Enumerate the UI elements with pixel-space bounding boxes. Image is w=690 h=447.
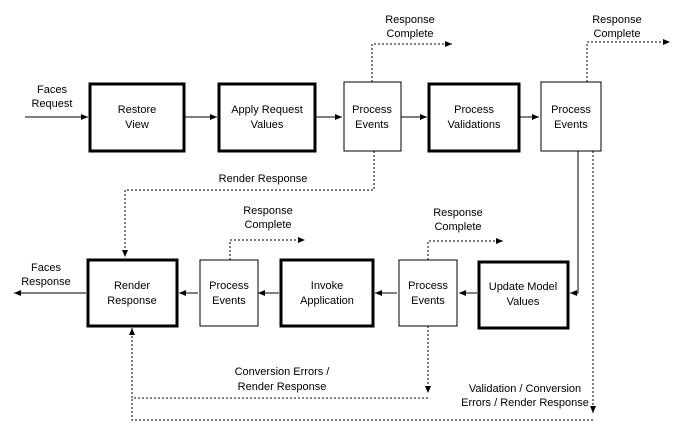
dotted-errors-to-render-response (129, 328, 428, 399)
apply-request-label-1: Apply Request (231, 104, 303, 116)
render-response-box: Render Response (86, 258, 179, 328)
response-complete-2-label-1: Response (592, 14, 642, 26)
dotted-response-complete-2 (586, 39, 670, 82)
response-complete-3-label-2: Complete (434, 221, 481, 233)
process-events-box-3: Process Events (398, 259, 458, 327)
restore-view-box: Restore View (88, 82, 186, 153)
dotted-response-complete-4 (229, 237, 305, 260)
validation-errors-label-2: Errors / Render Response (461, 397, 589, 409)
process-events-box-1: Process Events (343, 81, 402, 152)
process-events-2-label-2: Events (554, 119, 588, 131)
dotted-response-complete-3 (427, 238, 503, 260)
faces-response-label-2: Response (21, 276, 71, 288)
response-complete-1-label-1: Response (385, 14, 435, 26)
process-events-4-label-1: Process (209, 280, 249, 292)
response-complete-4-label-1: Response (243, 205, 293, 217)
process-events-1-label-2: Events (355, 119, 389, 131)
update-model-label-2: Values (507, 296, 540, 308)
response-complete-1-label-2: Complete (386, 28, 433, 40)
apply-request-values-box: Apply Request Values (217, 82, 317, 153)
restore-view-label-1: Restore (118, 104, 157, 116)
dotted-render-response-path (122, 151, 375, 257)
update-model-label-1: Update Model (489, 281, 558, 293)
response-complete-4-label-2: Complete (244, 219, 291, 231)
invoke-application-label-2: Application (300, 295, 354, 307)
invoke-application-box: Invoke Application (279, 258, 375, 328)
update-model-values-box: Update Model Values (477, 260, 570, 330)
restore-view-label-2: View (125, 119, 149, 131)
faces-response-label-1: Faces (31, 262, 61, 274)
validation-errors-label-1: Validation / Conversion (469, 383, 581, 395)
process-events-box-2: Process Events (540, 81, 602, 152)
faces-request-label-1: Faces (37, 84, 67, 96)
dotted-validation-errors-return (131, 398, 593, 421)
process-events-1-label-1: Process (352, 104, 392, 116)
response-complete-3-label-1: Response (433, 207, 483, 219)
process-validations-label-1: Process (454, 104, 494, 116)
conversion-errors-label-1: Conversion Errors / (235, 366, 331, 378)
process-events-2-label-1: Process (551, 104, 591, 116)
process-validations-label-2: Validations (448, 119, 501, 131)
process-events-3-label-1: Process (408, 280, 448, 292)
render-response-label-2: Response (107, 295, 157, 307)
process-validations-box: Process Validations (427, 82, 521, 153)
render-response-label-1: Render (114, 280, 150, 292)
process-events-box-4: Process Events (199, 259, 259, 327)
dotted-response-complete-1 (371, 41, 452, 82)
arrow-events-2-to-update-model (570, 151, 579, 296)
render-response-path-label: Render Response (219, 173, 308, 185)
process-events-3-label-2: Events (411, 295, 445, 307)
conversion-errors-label-2: Render Response (238, 381, 327, 393)
invoke-application-label-1: Invoke (311, 280, 343, 292)
faces-request-label-2: Request (32, 98, 73, 110)
apply-request-label-2: Values (251, 119, 284, 131)
response-complete-2-label-2: Complete (593, 28, 640, 40)
process-events-4-label-2: Events (212, 295, 246, 307)
